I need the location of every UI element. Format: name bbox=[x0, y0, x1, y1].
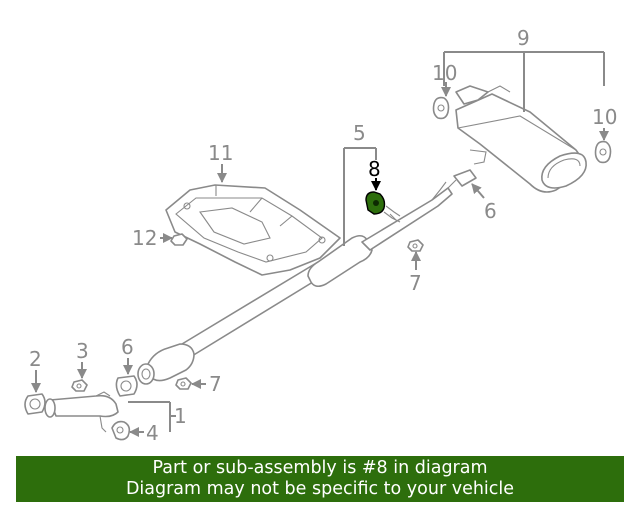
callout-4: 4 bbox=[146, 421, 159, 445]
callout-7-front: 7 bbox=[209, 372, 222, 396]
part-info-banner: Part or sub-assembly is #8 in diagram Di… bbox=[16, 456, 624, 502]
nut-12 bbox=[170, 233, 188, 246]
catalytic-converter bbox=[137, 343, 195, 385]
callout-1: 1 bbox=[174, 404, 187, 428]
front-pipe bbox=[44, 391, 119, 433]
nut-7-rear bbox=[407, 239, 424, 252]
callout-3: 3 bbox=[76, 339, 89, 363]
gasket-6-front bbox=[115, 375, 138, 397]
nut-7-front bbox=[175, 377, 192, 390]
hanger-10-right bbox=[594, 140, 612, 164]
hanger-8-highlighted[interactable] bbox=[365, 191, 386, 215]
nut-3 bbox=[71, 379, 88, 392]
callout-7-rear: 7 bbox=[409, 271, 422, 295]
gasket-2 bbox=[24, 393, 46, 415]
callout-2: 2 bbox=[29, 347, 42, 371]
callout-6-front: 6 bbox=[121, 335, 134, 359]
banner-line-1: Part or sub-assembly is #8 in diagram bbox=[152, 458, 488, 478]
hanger-10-left bbox=[432, 96, 450, 120]
callout-12: 12 bbox=[132, 226, 157, 250]
hanger-bracket bbox=[385, 205, 401, 221]
callout-11: 11 bbox=[208, 141, 233, 165]
banner-line-2: Diagram may not be specific to your vehi… bbox=[125, 479, 515, 499]
callout-10-right: 10 bbox=[592, 105, 617, 129]
center-pipe-resonator bbox=[181, 179, 457, 357]
callout-5: 5 bbox=[353, 121, 366, 145]
leader-lines bbox=[31, 51, 609, 437]
callout-10-left: 10 bbox=[432, 61, 457, 85]
callout-8[interactable]: 8 bbox=[368, 157, 381, 181]
callout-6-rear: 6 bbox=[484, 199, 497, 223]
gasket-6-rear bbox=[453, 169, 477, 187]
callout-9: 9 bbox=[517, 26, 530, 50]
hanger-4 bbox=[111, 420, 131, 441]
heat-shield bbox=[165, 184, 341, 276]
muffler bbox=[455, 85, 587, 193]
